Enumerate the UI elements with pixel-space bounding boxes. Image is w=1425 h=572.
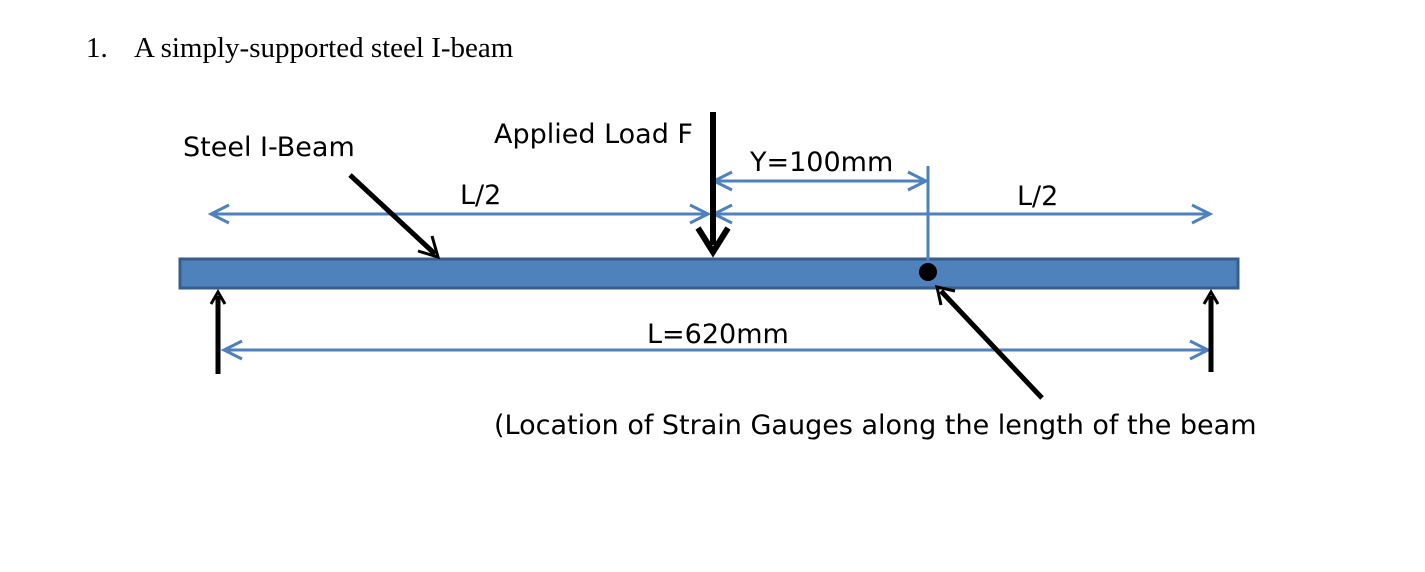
beam-pointer-arrow	[348, 173, 441, 260]
load-label: Applied Load F	[494, 119, 693, 150]
left-support-arrow	[209, 289, 227, 374]
gauge-label: (Location of Strain Gauges along the len…	[494, 410, 1257, 441]
gauge-pointer-arrow	[935, 285, 1044, 400]
beam-label: Steel I-Beam	[183, 132, 355, 163]
question-number: 1.	[86, 32, 108, 64]
dimension-left-half	[207, 203, 712, 225]
question-text: A simply-supported steel I-beam	[134, 32, 514, 64]
left-half-label: L/2	[460, 180, 501, 211]
length-label: L=620mm	[647, 319, 789, 350]
right-half-label: L/2	[1017, 181, 1058, 212]
right-support-arrow	[1202, 289, 1220, 372]
strain-gauge-dot	[919, 263, 937, 281]
dimension-full-length	[220, 339, 1212, 361]
question-heading: 1. A simply-supported steel I-beam	[86, 32, 513, 65]
steel-beam	[178, 257, 1240, 290]
y-offset-label: Y=100mm	[749, 147, 893, 178]
applied-load-arrow	[695, 112, 731, 258]
dimension-y-offset	[710, 166, 930, 268]
dimension-right-half	[710, 203, 1214, 225]
